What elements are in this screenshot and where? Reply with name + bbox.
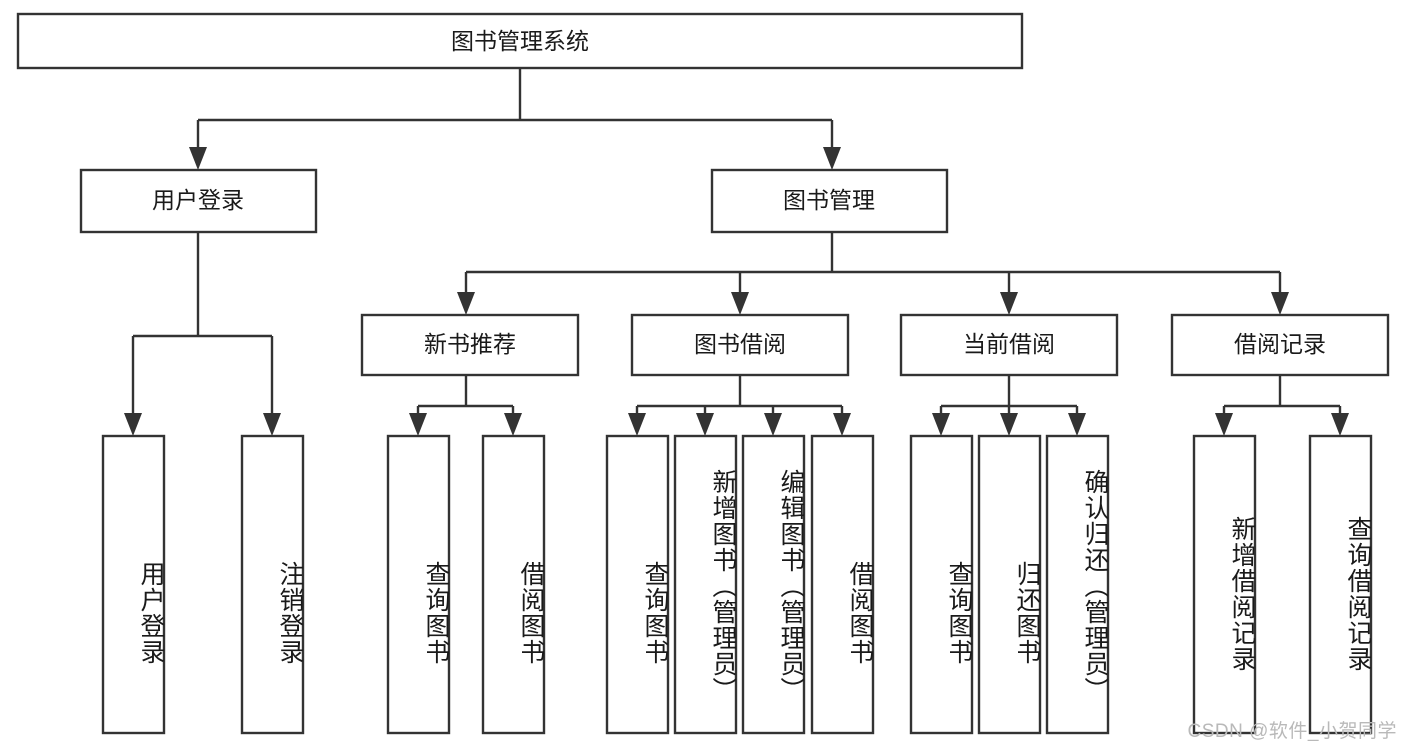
node-book-borrow[interactable]: 图书借阅: [630, 313, 850, 377]
leaf-box-bb-1[interactable]: [605, 434, 670, 735]
arrow-head-borrow-record: [1271, 292, 1289, 315]
connector-group-book-borrow: [628, 375, 851, 436]
arrow-head-leaf-bb-1: [628, 413, 646, 436]
leaf-box-nbr-1[interactable]: [386, 434, 451, 735]
leaf-box-cb-3[interactable]: [1045, 434, 1110, 735]
arrow-head-leaf-br-2: [1331, 413, 1349, 436]
leaf-box-bb-4[interactable]: [810, 434, 875, 735]
node-user-login-label: 用户登录: [152, 187, 244, 213]
arrow-head-leaf-user-login-2: [263, 413, 281, 436]
node-borrow-record[interactable]: 借阅记录: [1170, 313, 1390, 377]
arrow-head-leaf-bb-2: [696, 413, 714, 436]
arrow-head-leaf-cb-1: [932, 413, 950, 436]
node-user-login[interactable]: 用户登录: [79, 168, 318, 234]
arrow-head-user-login: [189, 147, 207, 170]
node-book-borrow-box[interactable]: [630, 313, 850, 377]
node-root[interactable]: 图书管理系统: [16, 12, 1024, 70]
arrow-head-new-book-recommend: [457, 292, 475, 315]
arrow-head-current-borrow: [1000, 292, 1018, 315]
connector-group-borrow-record: [1215, 375, 1349, 436]
leaf-box-cb-2[interactable]: [977, 434, 1042, 735]
arrow-head-book-manage: [823, 147, 841, 170]
connector-group-book-manage: [457, 232, 1289, 315]
node-new-book-recommend[interactable]: 新书推荐: [360, 313, 580, 377]
arrow-head-leaf-cb-3: [1068, 413, 1086, 436]
node-book-manage-box[interactable]: [710, 168, 949, 234]
node-current-borrow-box[interactable]: [899, 313, 1119, 377]
arrow-head-leaf-bb-4: [833, 413, 851, 436]
node-new-book-recommend-box[interactable]: [360, 313, 580, 377]
leaf-box-br-2[interactable]: [1308, 434, 1373, 735]
leaf-box-bb-2[interactable]: [673, 434, 738, 735]
arrow-head-book-borrow: [731, 292, 749, 315]
node-borrow-record-label: 借阅记录: [1234, 331, 1326, 357]
leaf-box-bb-3[interactable]: [741, 434, 806, 735]
node-book-manage-label: 图书管理: [783, 187, 875, 213]
leaf-box-nbr-2[interactable]: [481, 434, 546, 735]
connector-group-new-book-recommend: [409, 375, 522, 436]
node-root-label: 图书管理系统: [451, 28, 589, 54]
leaf-box-cb-1[interactable]: [909, 434, 974, 735]
node-current-borrow-label: 当前借阅: [963, 331, 1055, 357]
node-book-borrow-label: 图书借阅: [694, 331, 786, 357]
node-root-box[interactable]: [16, 12, 1024, 70]
node-user-login-box[interactable]: [79, 168, 318, 234]
connector-group-root: [189, 68, 841, 170]
node-book-manage[interactable]: 图书管理: [710, 168, 949, 234]
arrow-head-leaf-nbr-1: [409, 413, 427, 436]
watermark-text: CSDN @软件_小贺同学: [1187, 721, 1397, 742]
leaf-box-br-1[interactable]: [1192, 434, 1257, 735]
arrow-head-leaf-nbr-2: [504, 413, 522, 436]
arrow-head-leaf-br-1: [1215, 413, 1233, 436]
leaf-box-user-login-2[interactable]: [240, 434, 305, 735]
node-current-borrow[interactable]: 当前借阅: [899, 313, 1119, 377]
connector-group-user-login: [124, 232, 281, 436]
arrow-head-leaf-user-login-1: [124, 413, 142, 436]
arrow-head-leaf-bb-3: [764, 413, 782, 436]
node-borrow-record-box[interactable]: [1170, 313, 1390, 377]
node-new-book-recommend-label: 新书推荐: [424, 331, 516, 357]
connector-group-current-borrow: [932, 375, 1086, 436]
arrow-head-leaf-cb-2: [1000, 413, 1018, 436]
leaf-box-user-login-1[interactable]: [101, 434, 166, 735]
leaf-box-group: [101, 434, 1373, 735]
